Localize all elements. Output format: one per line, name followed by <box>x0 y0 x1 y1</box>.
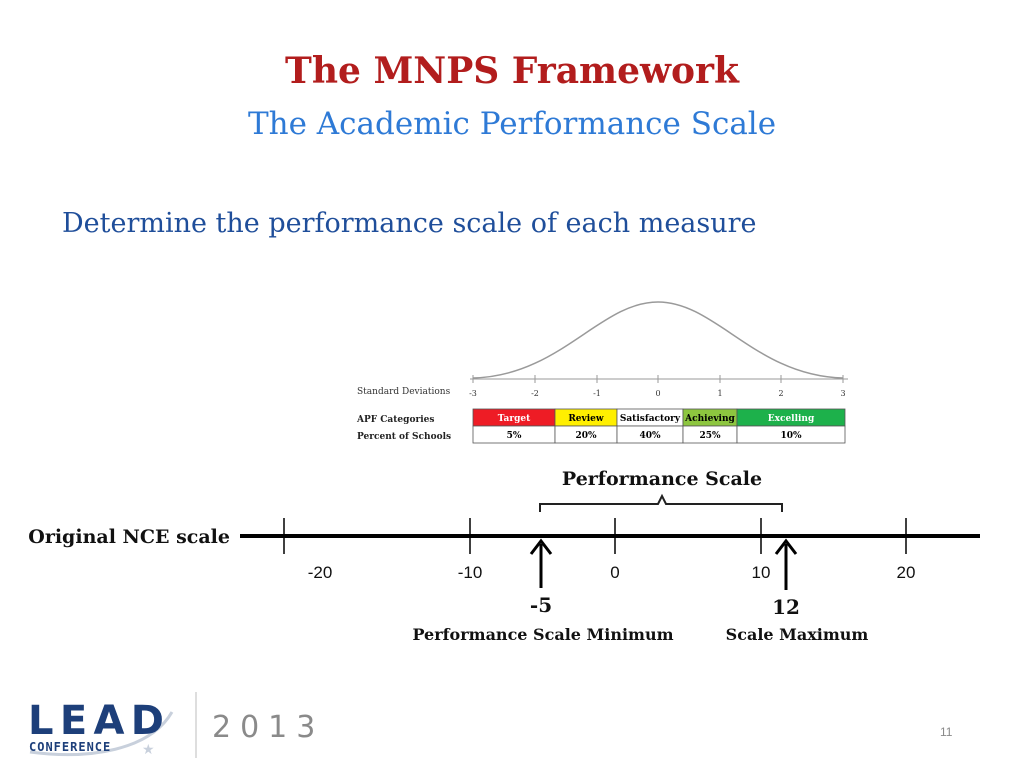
sd-tick-label: -3 <box>469 389 477 398</box>
logo-star-icon: ★ <box>142 742 155 758</box>
apf-categories-label: APF Categories <box>356 415 434 425</box>
sd-tick-label: 3 <box>840 389 845 398</box>
category-name: Target <box>498 414 531 424</box>
sd-tick-label: 2 <box>778 389 783 398</box>
category-name: Achieving <box>684 414 735 424</box>
scale-min-value: -5 <box>530 593 552 617</box>
nce-tick-label: 10 <box>752 563 771 582</box>
performance-scale-bracket <box>539 493 783 512</box>
category-percent: 5% <box>507 431 522 441</box>
bullet-text: Determine the performance scale of each … <box>62 208 757 239</box>
sd-tick-marks <box>472 375 844 383</box>
min-arrow <box>529 538 553 588</box>
sd-tick-label: 0 <box>655 389 660 398</box>
nce-tick-label: 0 <box>610 563 619 582</box>
category-percent: 20% <box>575 431 597 441</box>
max-arrow <box>774 538 798 590</box>
logo-swoosh <box>29 711 174 757</box>
logo-word: LEAD <box>28 698 164 744</box>
nce-tick-marks <box>283 518 907 554</box>
sd-label: Standard Deviations <box>357 387 451 397</box>
lead-conference-logo: LEAD CONFERENCE ★ <box>28 698 174 758</box>
category-percent: 10% <box>780 431 802 441</box>
category-name: Review <box>568 414 604 424</box>
category-percent: 40% <box>639 431 661 441</box>
percent-row <box>472 425 846 444</box>
nce-tick-label: 20 <box>897 563 916 582</box>
sd-tick-label: -2 <box>531 389 539 398</box>
slide-subtitle: The Academic Performance Scale <box>247 106 777 142</box>
logo-sub: CONFERENCE <box>29 740 111 754</box>
scale-max-value: 12 <box>772 595 800 619</box>
nce-tick-label: -10 <box>458 563 483 582</box>
sd-tick-label: 1 <box>717 389 722 398</box>
nce-tick-label: -20 <box>308 563 333 582</box>
category-name: Satisfactory <box>620 414 681 424</box>
page-number: 11 <box>940 725 953 739</box>
bell-curve <box>472 301 844 379</box>
scale-min-label: Performance Scale Minimum <box>412 625 673 644</box>
performance-scale-label: Performance Scale <box>562 468 762 490</box>
slide-title: The MNPS Framework <box>285 50 739 92</box>
footer-year: 2013 <box>212 710 325 745</box>
sd-tick-label: -1 <box>593 389 601 398</box>
percent-of-schools-label: Percent of Schools <box>357 432 451 442</box>
category-name: Excelling <box>768 414 815 424</box>
nce-axis-label: Original NCE scale <box>28 526 230 548</box>
scale-max-label: Scale Maximum <box>726 625 869 644</box>
category-percent: 25% <box>699 431 721 441</box>
